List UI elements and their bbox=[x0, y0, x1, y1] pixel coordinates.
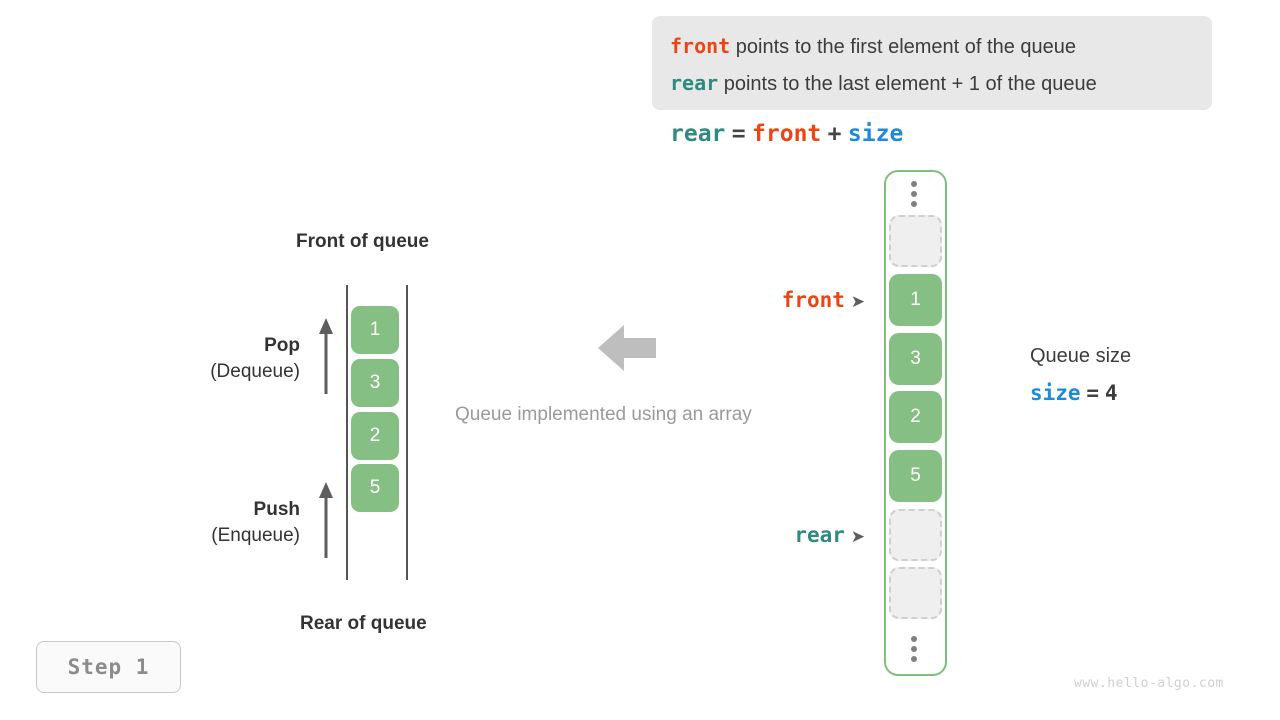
queue-cell: 5 bbox=[351, 464, 399, 512]
legend-desc-rear: points to the last element + 1 of the qu… bbox=[723, 73, 1097, 95]
rear-of-queue-label: Rear of queue bbox=[300, 613, 427, 634]
formula-rear: rear bbox=[670, 121, 726, 147]
step-badge: Step 1 bbox=[36, 641, 181, 693]
front-of-queue-label: Front of queue bbox=[296, 231, 429, 252]
rear-pointer-arrow-icon: ➤ bbox=[850, 527, 865, 546]
queue-cell: 1 bbox=[351, 306, 399, 354]
legend-box: front points to the first element of the… bbox=[652, 16, 1212, 110]
arrow-left-icon bbox=[598, 323, 656, 378]
array-slot-filled: 1 bbox=[889, 274, 942, 326]
array-slot-empty bbox=[889, 509, 942, 561]
pop-label: Pop bbox=[264, 335, 300, 356]
push-label: Push bbox=[253, 499, 300, 520]
front-pointer-label-group: front ➤ bbox=[660, 288, 865, 313]
legend-line-front: front points to the first element of the… bbox=[670, 28, 1194, 65]
implementation-caption: Queue implemented using an array bbox=[455, 404, 752, 425]
queue-cell: 3 bbox=[351, 359, 399, 407]
ellipsis-icon-top bbox=[910, 181, 918, 207]
queue-rail-right bbox=[406, 285, 408, 580]
array-slot-filled: 3 bbox=[889, 333, 942, 385]
legend-line-rear: rear points to the last element + 1 of t… bbox=[670, 65, 1194, 102]
size-equals: = bbox=[1086, 381, 1100, 405]
formula-size: size bbox=[847, 121, 904, 147]
rear-pointer-label-group: rear ➤ bbox=[660, 523, 865, 548]
array-slot-empty bbox=[889, 215, 942, 267]
size-variable: size bbox=[1030, 381, 1081, 405]
queue-size-title: Queue size bbox=[1030, 345, 1132, 367]
array-slot-filled: 5 bbox=[889, 450, 942, 502]
formula-rear-equals-front-plus-size: rear = front + size bbox=[670, 120, 903, 147]
size-value: 4 bbox=[1104, 381, 1118, 405]
formula-equals: = bbox=[731, 121, 746, 147]
array-slot-empty bbox=[889, 567, 942, 619]
pop-label-group: Pop (Dequeue) bbox=[100, 333, 300, 385]
queue-cell: 2 bbox=[351, 412, 399, 460]
legend-keyword-rear: rear bbox=[670, 71, 719, 95]
formula-front: front bbox=[752, 121, 822, 147]
push-label-group: Push (Enqueue) bbox=[100, 497, 300, 549]
pop-arrow-up-icon bbox=[315, 318, 337, 394]
array-slot-filled: 2 bbox=[889, 391, 942, 443]
legend-keyword-front: front bbox=[670, 34, 731, 58]
queue-size-expression: size = 4 bbox=[1030, 381, 1118, 406]
rear-pointer-label: rear bbox=[794, 523, 845, 547]
front-pointer-arrow-icon: ➤ bbox=[850, 292, 865, 311]
push-sublabel: (Enqueue) bbox=[211, 525, 300, 546]
formula-plus: + bbox=[827, 121, 842, 147]
queue-rail-left bbox=[346, 285, 348, 580]
legend-desc-front: points to the first element of the queue bbox=[735, 36, 1076, 58]
push-arrow-up-icon bbox=[315, 482, 337, 558]
pop-sublabel: (Dequeue) bbox=[210, 361, 300, 382]
front-pointer-label: front bbox=[781, 288, 845, 312]
watermark: www.hello-algo.com bbox=[1074, 676, 1224, 691]
ellipsis-icon-bottom bbox=[910, 636, 918, 662]
